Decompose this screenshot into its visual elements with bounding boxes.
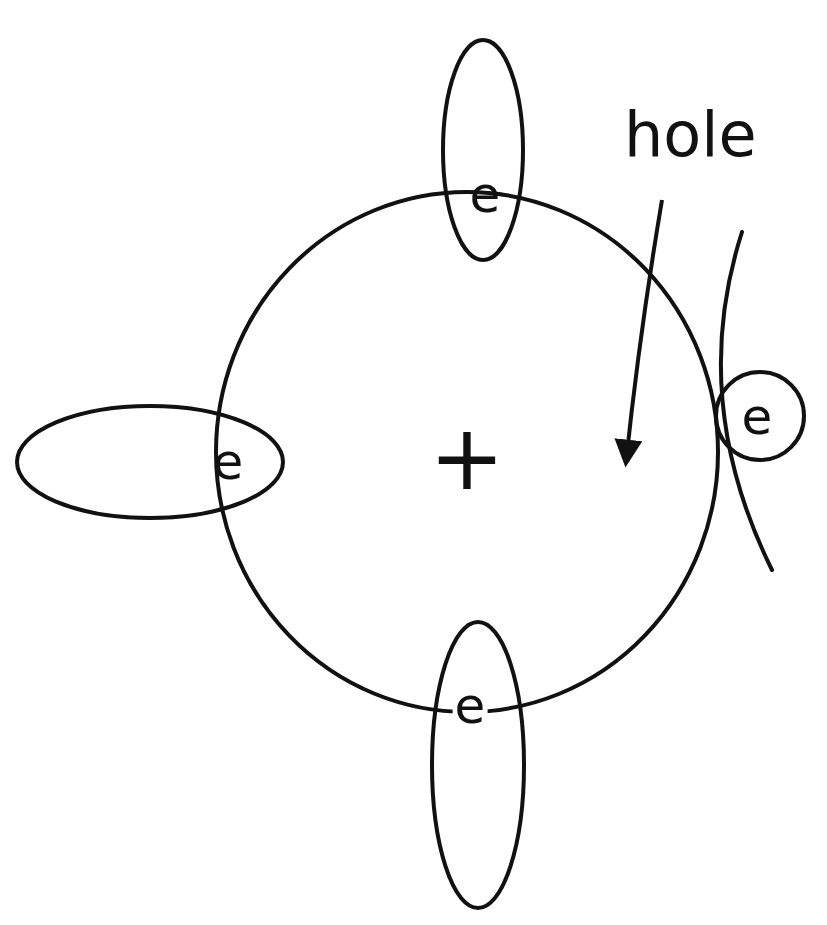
electron-orbit: e [441, 38, 525, 262]
electron-ring [716, 372, 804, 460]
orbit-outline [432, 622, 524, 908]
electron-orbit: e [430, 620, 526, 910]
electron-label: e [740, 392, 775, 442]
electron-circle: e [714, 370, 806, 462]
charge-symbol: + [427, 413, 506, 503]
node-outline [430, 620, 526, 910]
electron-orbit: e [15, 404, 285, 520]
electron-label: e [453, 681, 488, 731]
orbit-outline [17, 406, 283, 518]
node-outline [441, 38, 525, 262]
nucleus-circle: + [214, 190, 720, 714]
orbit-outline [443, 40, 523, 260]
leader-arrow [626, 200, 662, 462]
callout-label: hole [624, 104, 757, 166]
orbit-outline [216, 192, 718, 712]
